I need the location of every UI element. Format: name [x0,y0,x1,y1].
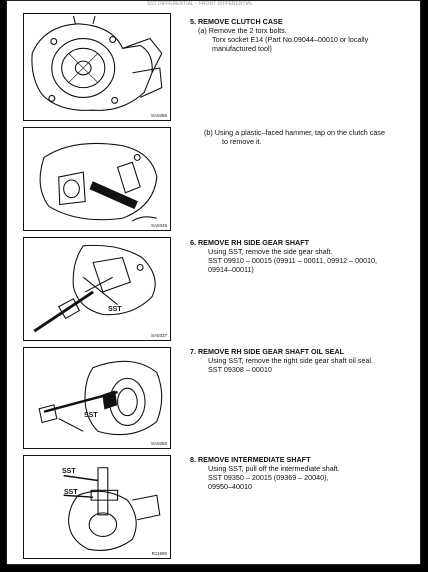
sst-label: SST [84,412,98,419]
step-text: Using SST, remove the right side gear sh… [208,356,373,365]
figure-code: SA0349 [150,223,167,228]
step-8: 8. REMOVE INTERMEDIATE SHAFT Using SST, … [190,455,340,491]
side-gear-shaft-illustration [33,244,156,333]
figure-code: SA0350 [150,441,167,446]
step-text: SST 09350 – 20015 (09369 – 20040), [208,473,329,482]
step-text: Using SST, remove the side gear shaft. [208,247,333,256]
figure-remove-clutch-case: SA0388 [23,13,171,121]
step-text: (b) Using a plastic–faced hammer, tap on… [204,128,385,137]
step-text: 09914–00011) [208,265,254,274]
intermediate-shaft-illustration [63,467,161,551]
step-7: 7. REMOVE RH SIDE GEAR SHAFT OIL SEAL Us… [190,347,373,374]
step-text: SST 09910 – 00015 (09911 – 00011, 09912 … [208,256,378,265]
step-5b: (b) Using a plastic–faced hammer, tap on… [204,128,385,146]
step-title: 5. REMOVE CLUTCH CASE [190,17,283,26]
step-text: manufactured tool) [212,44,272,53]
figure-tap-clutch-case: SA0349 [23,127,171,231]
step-6: 6. REMOVE RH SIDE GEAR SHAFT Using SST, … [190,238,377,274]
sst-label-upper: SST [62,468,76,475]
step-text: (a) Remove the 2 torx bolts. [198,26,287,35]
figure-remove-rh-side-gear-shaft: SST SA0337 [23,237,171,341]
step-title: 8. REMOVE INTERMEDIATE SHAFT [190,455,311,464]
sst-label: SST [108,306,122,313]
step-text: 09950–40010 [208,482,252,491]
running-header: SST DIFFERENTIAL – FRONT DIFFERENTIAL [147,1,254,7]
figure-code: SA0388 [150,113,167,118]
figure-code: R11990 [151,551,167,556]
clutch-case-illustration [31,15,163,111]
figure-remove-intermediate-shaft: SST SST R11990 [23,455,171,559]
hammer-tap-illustration [39,142,158,222]
step-text: Using SST, pull off the intermediate sha… [208,464,340,473]
oil-seal-illustration [38,360,163,436]
figure-remove-oil-seal: SST SA0350 [23,347,171,449]
step-title: 6. REMOVE RH SIDE GEAR SHAFT [190,238,310,247]
figure-code: SA0337 [150,333,167,338]
step-text: Torx socket E14 (Part No.09044–00010 or … [212,35,369,44]
step-text: SST 09308 – 00010 [208,365,272,374]
sst-label-lower: SST [64,489,78,496]
step-title: 7. REMOVE RH SIDE GEAR SHAFT OIL SEAL [190,347,345,356]
step-5: 5. REMOVE CLUTCH CASE (a) Remove the 2 t… [190,17,368,53]
manual-page: SST DIFFERENTIAL – FRONT DIFFERENTIAL SA… [6,0,421,565]
step-text: to remove it. [222,137,262,146]
